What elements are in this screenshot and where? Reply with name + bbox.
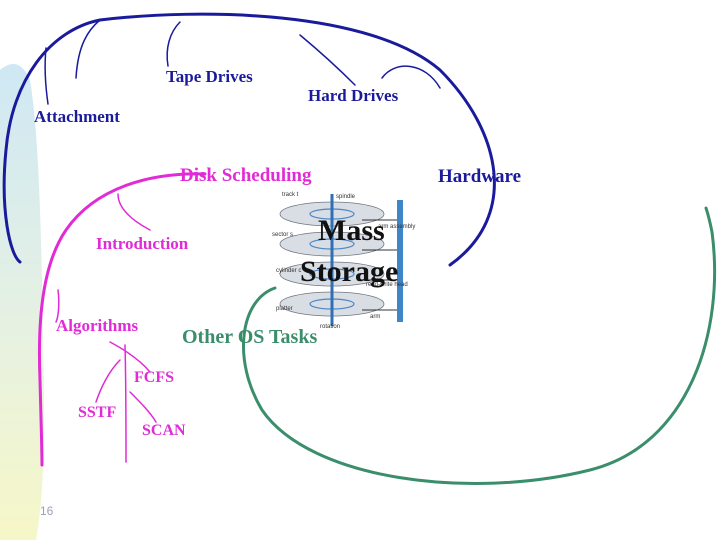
disk-label-sector: sector s (272, 232, 293, 238)
node-disk-scheduling: Disk Scheduling (180, 165, 312, 186)
algorithms-stem (124, 344, 127, 463)
algorithms-connector (55, 289, 60, 323)
node-scan: SCAN (142, 422, 186, 439)
sstf-connector (95, 359, 121, 403)
introduction-connector (117, 193, 151, 231)
attachment-connector-a (75, 19, 101, 79)
node-sstf: SSTF (78, 404, 117, 421)
node-other-os-tasks: Other OS Tasks (182, 326, 318, 348)
slide-number: 16 (40, 504, 54, 518)
tape-drives-connector (166, 21, 181, 67)
attachment-connector-b (44, 47, 49, 105)
hard-drives-connector (381, 65, 441, 89)
node-attachment: Attachment (34, 107, 120, 126)
disk-diagram-image: track t sector s cylinder c spindle arm … (272, 192, 415, 330)
disk-label-arm: arm (370, 314, 380, 320)
node-algorithms: Algorithms (56, 316, 139, 335)
disk-label-platter: platter (276, 306, 293, 312)
disk-label-head: read-write head (366, 282, 408, 288)
disk-scheduling-arc (37, 172, 207, 467)
node-hardware: Hardware (438, 166, 522, 187)
node-introduction: Introduction (96, 234, 189, 253)
node-fcfs: FCFS (134, 369, 174, 386)
center-title-line1: Mass (318, 214, 385, 247)
fcfs-connector (109, 341, 151, 373)
disk-label-arm-assembly: arm assembly (378, 224, 415, 230)
arm-assembly (397, 200, 403, 322)
other-os-tasks-arc (242, 206, 717, 485)
node-hard-drives: Hard Drives (308, 86, 399, 105)
scan-connector (129, 391, 157, 423)
hardware-arc (2, 12, 496, 267)
disk-label-spindle: spindle (336, 194, 356, 200)
node-tape-drives: Tape Drives (166, 67, 253, 86)
disk-label-track: track t (282, 192, 299, 198)
hardware-connector (299, 34, 356, 86)
disk-label-cylinder: cylinder c (276, 268, 301, 274)
center-title-line2: Storage (300, 255, 399, 288)
disk-label-rotation: rotation (320, 324, 340, 330)
